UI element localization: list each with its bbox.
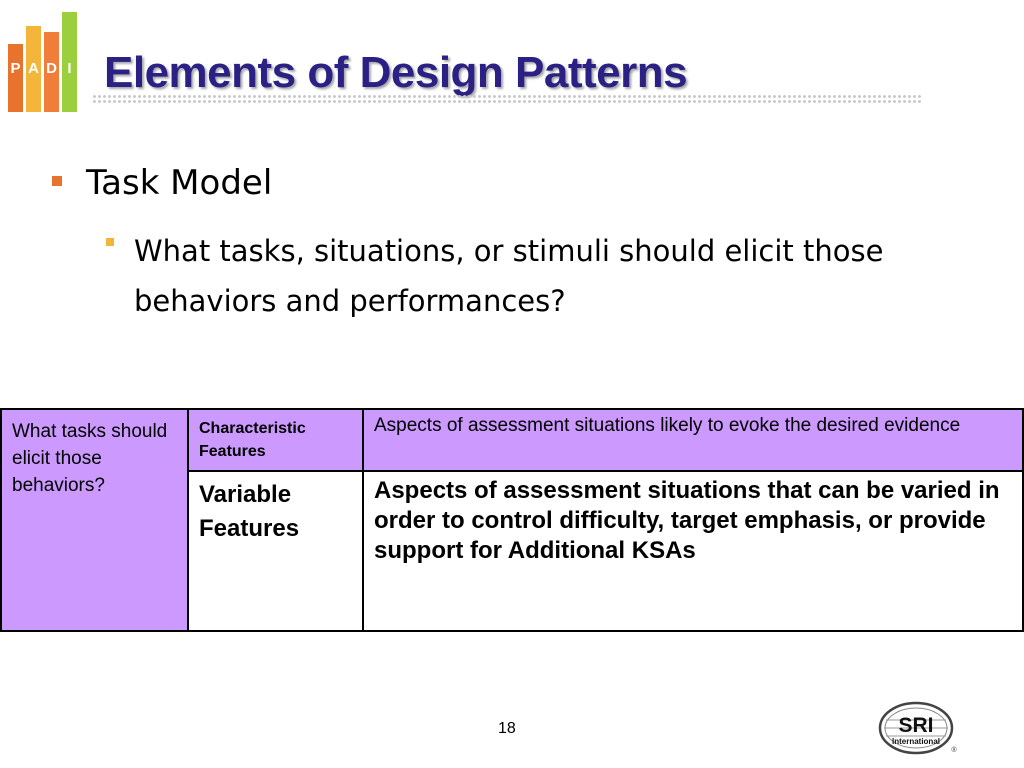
slide-title: Elements of Design Patterns [104, 48, 688, 97]
svg-text:International: International [892, 737, 940, 746]
row-header-cell: What tasks should elicit those behaviors… [0, 408, 189, 632]
bullet-square-icon [52, 176, 62, 186]
bullet-level-1-text: Task Model [86, 163, 273, 203]
svg-text:®: ® [951, 746, 957, 754]
title-divider [92, 94, 922, 104]
logo-bar-a: A [26, 26, 41, 112]
bullet-level-2-text: What tasks, situations, or stimuli shoul… [134, 234, 884, 318]
sri-international-logo: SRI International ® [878, 701, 957, 755]
design-pattern-table: What tasks should elicit those behaviors… [0, 408, 1024, 632]
characteristic-features-description: Aspects of assessment situations likely … [362, 408, 1024, 472]
logo-bar-d: D [44, 32, 59, 112]
bullet-level-1: Task Model [52, 162, 272, 204]
bullet-level-2: What tasks, situations, or stimuli shoul… [106, 226, 896, 326]
table-row: Variable Features Aspects of assessment … [1, 470, 1024, 632]
variable-features-description: Aspects of assessment situations that ca… [362, 470, 1024, 632]
svg-text:SRI: SRI [898, 714, 933, 737]
variable-features-label: Variable Features [187, 470, 364, 632]
sub-bullet-square-icon [106, 238, 114, 246]
logo-bar-p: P [8, 44, 23, 112]
page-number: 18 [498, 720, 516, 737]
table-row: What tasks should elicit those behaviors… [0, 408, 1024, 632]
logo-bar-i: I [62, 12, 77, 112]
characteristic-features-label: Characteristic Features [187, 408, 364, 472]
padi-logo: P A D I [8, 8, 84, 112]
